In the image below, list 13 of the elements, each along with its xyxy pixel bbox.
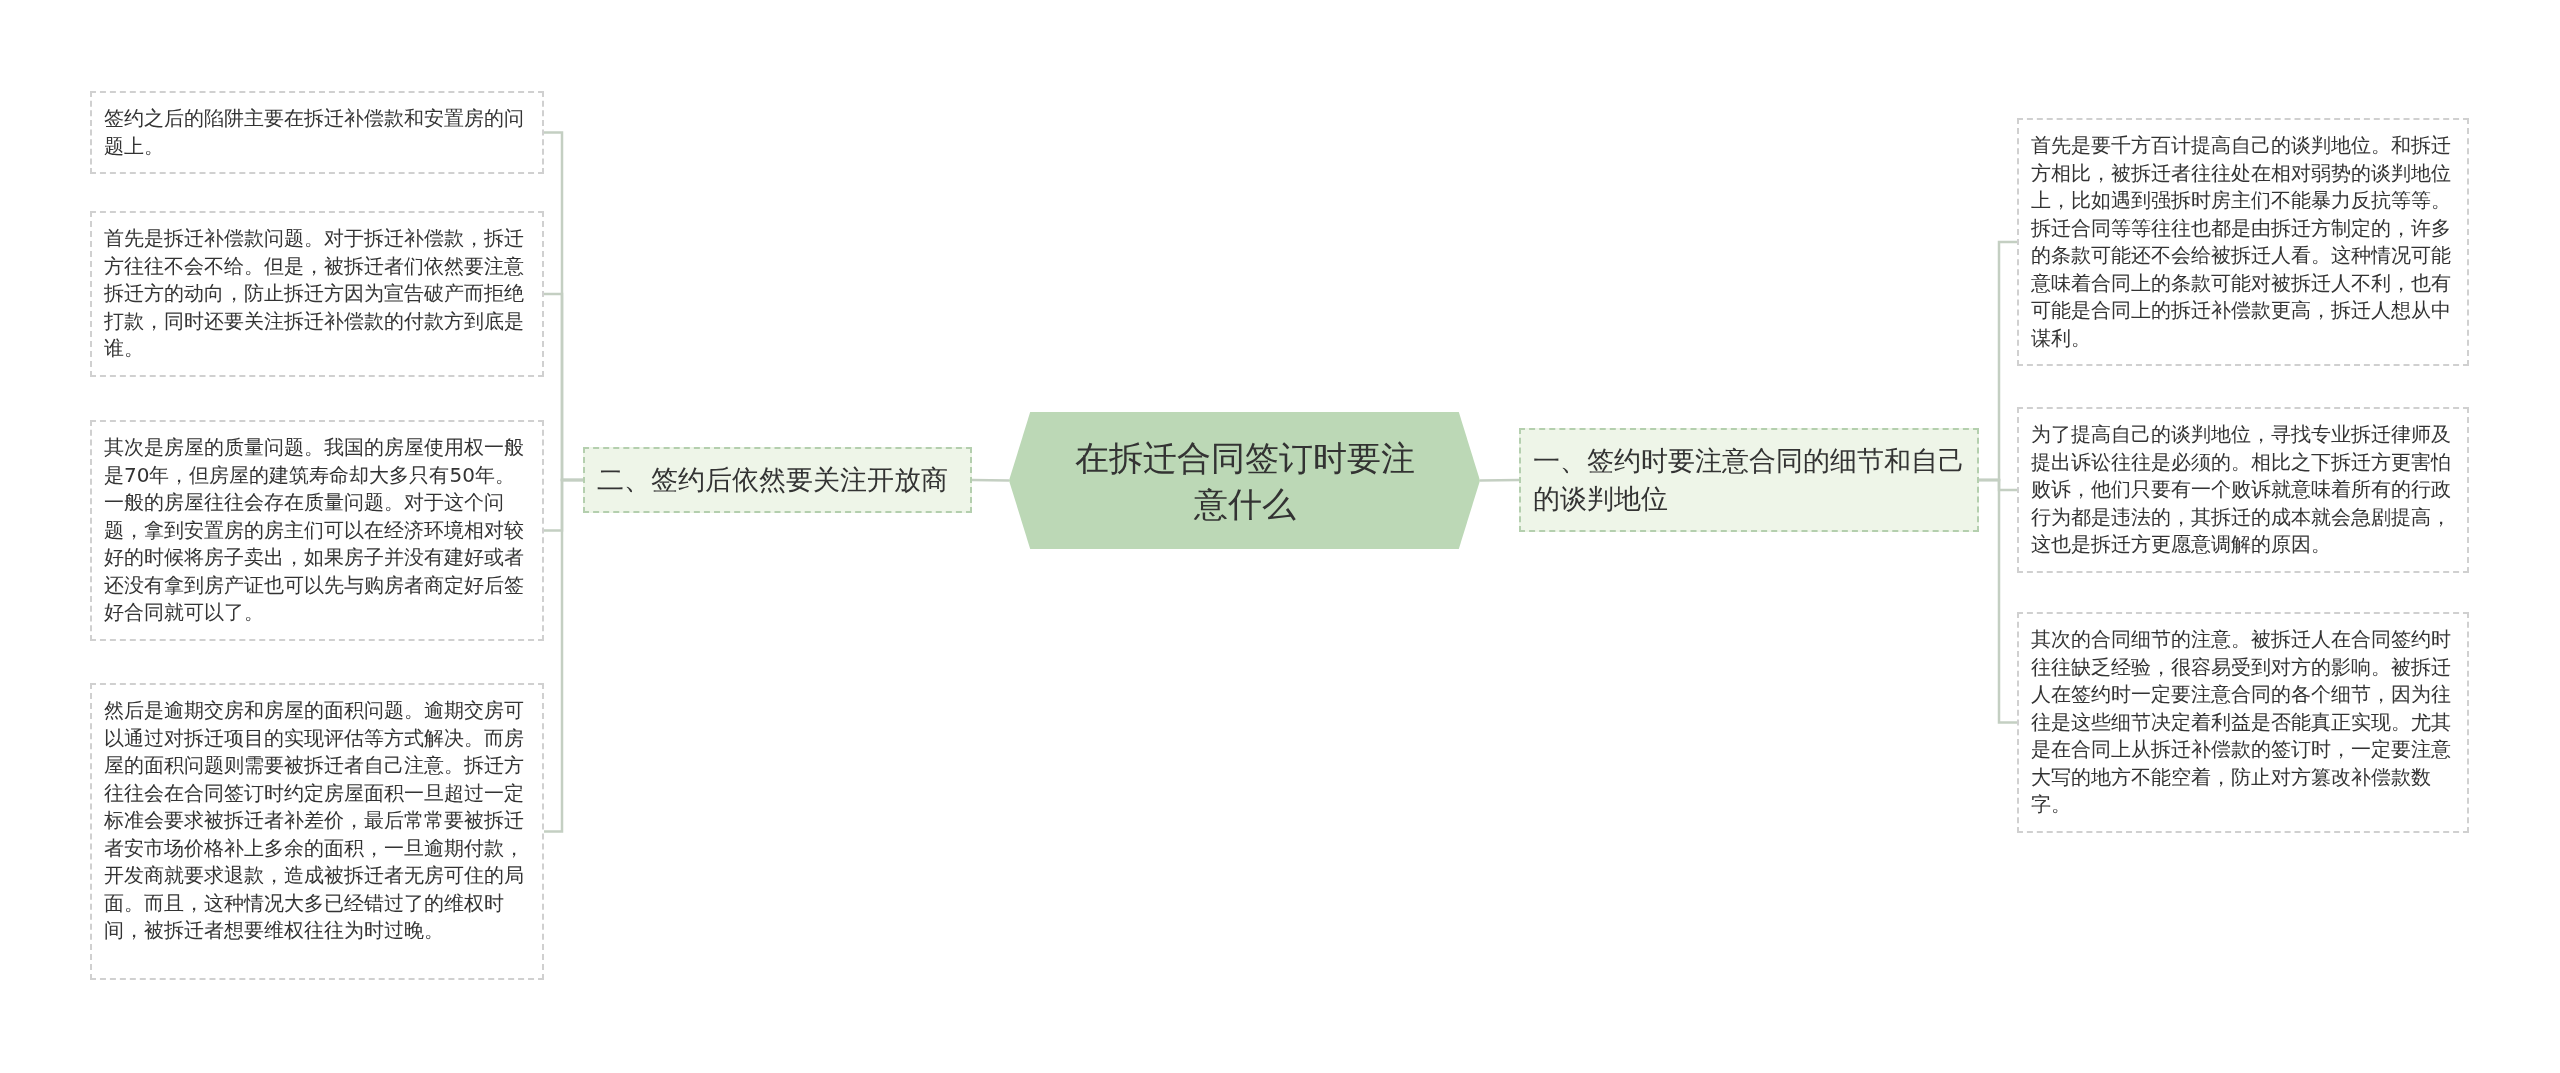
- connector-line: [1480, 478, 1519, 482]
- note-box: 首先是要千方百计提高自己的谈判地位。和拆迁方相比，被拆迁者往往处在相对弱势的谈判地位上，比如遇到强拆时房主们不能暴力反抗等等。拆迁合同等等往往也都是由拆迁方制定的，许多的条款可能还不会给被拆迁人看。这种情况可能意味着合同上的条款可能对被拆迁人不利，也有可能是合同上的拆迁补偿款更高，拆迁人想从中谋利。: [2017, 118, 2469, 366]
- note-box: 首先是拆迁补偿款问题。对于拆迁补偿款，拆迁方往往不会不给。但是，被拆迁者们依然要注意拆迁方的动向，防止拆迁方因为宣告破产而拒绝打款，同时还要关注拆迁补偿款的付款方到底是谁。: [90, 211, 544, 377]
- connector-line: [544, 478, 583, 833]
- note-box: 其次是房屋的质量问题。我国的房屋使用权一般是70年，但房屋的建筑寿命却大多只有50年。一般的房屋往往会存在质量问题。对于这个问题，拿到安置房的房主们可以在经济环境相对较好的时候将房子卖出，如果房子并没有建好或者还没有拿到房产证也可以先与购房者商定好后签好合同就可以了。: [90, 420, 544, 641]
- connector-line: [972, 478, 1009, 482]
- branch-box: 二、签约后依然要关注开放商: [583, 447, 972, 513]
- note-box: 然后是逾期交房和房屋的面积问题。逾期交房可以通过对拆迁项目的实现评估等方式解决。而房屋的面积问题则需要被拆迁者自己注意。拆迁方往往会在合同签订时约定房屋面积一旦超过一定标准会要求被拆迁者补差价，最后常常要被拆迁者安市场价格补上多余的面积，一旦逾期付款，开发商就要求退款，造成被拆迁者无房可住的局面。而且，这种情况大多已经错过了的维权时间，被拆迁者想要维权往往为时过晚。: [90, 683, 544, 980]
- note-box: 其次的合同细节的注意。被拆迁人在合同签约时往往缺乏经验，很容易受到对方的影响。被拆迁人在签约时一定要注意合同的各个细节，因为往往是这些细节决定着利益是否能真正实现。尤其是在合同上从拆迁补偿款的签订时，一定要注意大写的地方不能空着，防止对方篡改补偿款数字。: [2017, 612, 2469, 833]
- connector-line: [1979, 478, 2017, 724]
- note-box: 为了提高自己的谈判地位，寻找专业拆迁律师及提出诉讼往往是必须的。相比之下拆迁方更害怕败诉，他们只要有一个败诉就意味着所有的行政行为都是违法的，其拆迁的成本就会急剧提高，这也是拆迁方更愿意调解的原因。: [2017, 407, 2469, 573]
- branch-box: 一、签约时要注意合同的细节和自己的谈判地位: [1519, 428, 1979, 532]
- note-box: 签约之后的陷阱主要在拆迁补偿款和安置房的问题上。: [90, 91, 544, 174]
